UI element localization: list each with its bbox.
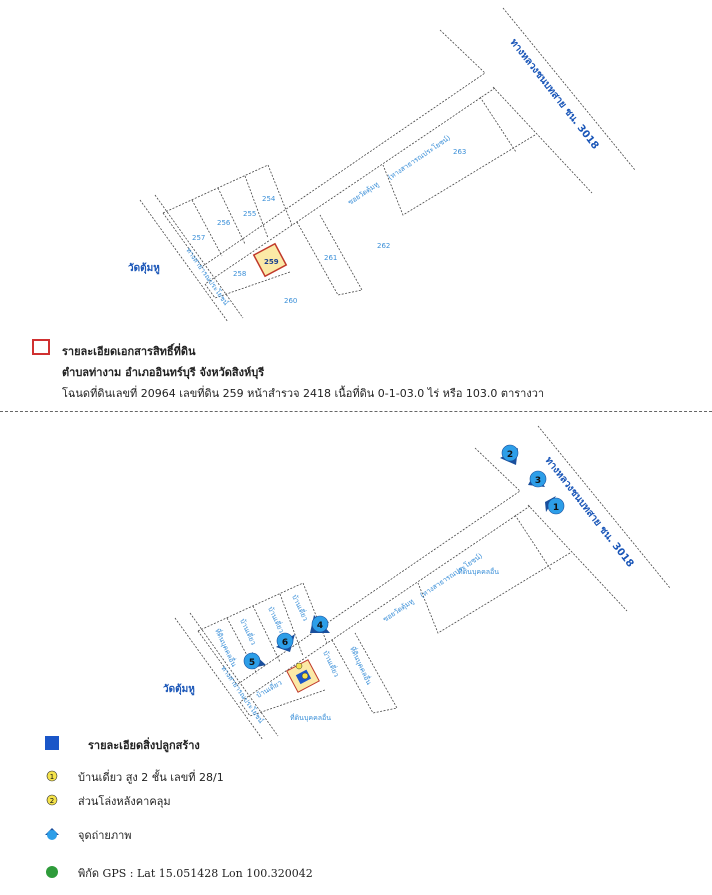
building-mark-1	[301, 672, 309, 680]
other-land-label: ที่ดินบุคคลอื่น	[458, 567, 499, 576]
bottom-map: ทางหลวงชนบทสาย ชน. 3018 ซอยวัดตุ้มหู (ทา…	[163, 425, 671, 741]
temple-label-2: วัดตุ้มหู	[163, 683, 195, 696]
building-mark-2	[295, 662, 303, 670]
photo-point-6[interactable]: 6	[276, 632, 295, 652]
parcel-258: 258	[233, 270, 246, 278]
parcel-255: 255	[243, 210, 256, 218]
building-2-label: ส่วนโล่งหลังคาคลุม	[78, 795, 171, 808]
gps-dot-icon	[46, 866, 58, 878]
svg-text:2: 2	[507, 450, 513, 460]
house-label: บ้านเดี่ยว	[321, 649, 341, 678]
highway-label: ทางหลวงชนบทสาย ชน. 3018	[508, 37, 601, 151]
building-1-icon: 1	[46, 770, 58, 782]
photo-point-icon	[45, 828, 59, 840]
public-way-label: (ทางสาธารณประโยชน์)	[386, 133, 452, 182]
subject-parcel[interactable]	[286, 659, 320, 693]
photo-point-1[interactable]: 1	[545, 496, 565, 515]
subject-parcel-259[interactable]: 259	[252, 242, 288, 278]
house-label: บ้านเดี่ยว	[255, 678, 284, 700]
gps-coordinates: พิกัด GPS : Lat 15.051428 Lon 100.320042	[78, 867, 313, 880]
svg-text:2: 2	[50, 797, 54, 805]
parcel-257: 257	[192, 234, 205, 242]
svg-text:3: 3	[535, 476, 541, 486]
land-legend-square-icon	[32, 339, 50, 355]
land-deed-details: โฉนดที่ดินเลขที่ 20964 เลขที่ดิน 259 หน้…	[62, 387, 545, 400]
photo-point-legend-label: จุดถ่ายภาพ	[78, 829, 132, 842]
soi-label-2: ซอยวัดตุ้มหู	[382, 597, 416, 624]
svg-text:1: 1	[553, 503, 559, 513]
soi-label: ซอยวัดตุ้มหู	[347, 180, 381, 207]
house-label: บ้านเดี่ยว	[290, 593, 310, 622]
parcel-260: 260	[284, 297, 297, 305]
house-label: บ้านเดี่ยว	[238, 617, 258, 646]
photo-point-3[interactable]: 3	[528, 470, 547, 488]
parcel-263: 263	[453, 148, 466, 156]
other-land-label: ที่ดินบุคคลอื่น	[290, 713, 331, 722]
building-2-icon: 2	[46, 794, 58, 806]
svg-text:6: 6	[282, 638, 288, 648]
other-land-label: ที่ดินบุคคลอื่น	[213, 627, 239, 668]
land-location: ตำบลท่างาม อำเภออินทร์บุรี จังหวัดสิงห์บ…	[62, 366, 265, 379]
photo-point-2[interactable]: 2	[500, 444, 519, 465]
structure-legend-title: รายละเอียดสิ่งปลูกสร้าง	[88, 739, 200, 752]
parcel-261: 261	[324, 254, 337, 262]
svg-text:5: 5	[249, 658, 255, 668]
other-land-label: ที่ดินบุคคลอื่น	[348, 645, 374, 686]
parcel-254: 254	[262, 195, 276, 203]
temple-label: วัดตุ้มหู	[128, 262, 160, 275]
svg-text:4: 4	[317, 621, 323, 631]
section-divider	[0, 411, 712, 412]
photo-point-5[interactable]: 5	[243, 652, 266, 670]
house-label: บ้านเดี่ยว	[266, 605, 286, 634]
photo-point-4[interactable]: 4	[310, 615, 330, 633]
structure-legend-square-icon	[45, 736, 59, 750]
top-map: ทางหลวงชนบทสาย ชน. 3018 ซอยวัดตุ้มหู (ทา…	[128, 7, 636, 323]
side-road-label: ทางสาธารณประโยชน์	[184, 246, 230, 307]
parcel-259-label: 259	[264, 258, 279, 266]
building-1-label: บ้านเดี่ยว สูง 2 ชั้น เลขที่ 28/1	[78, 771, 224, 784]
parcel-256: 256	[217, 219, 231, 227]
parcel-262: 262	[377, 242, 390, 250]
land-legend-title: รายละเอียดเอกสารสิทธิ์ที่ดิน	[62, 345, 196, 358]
svg-text:1: 1	[50, 773, 54, 781]
